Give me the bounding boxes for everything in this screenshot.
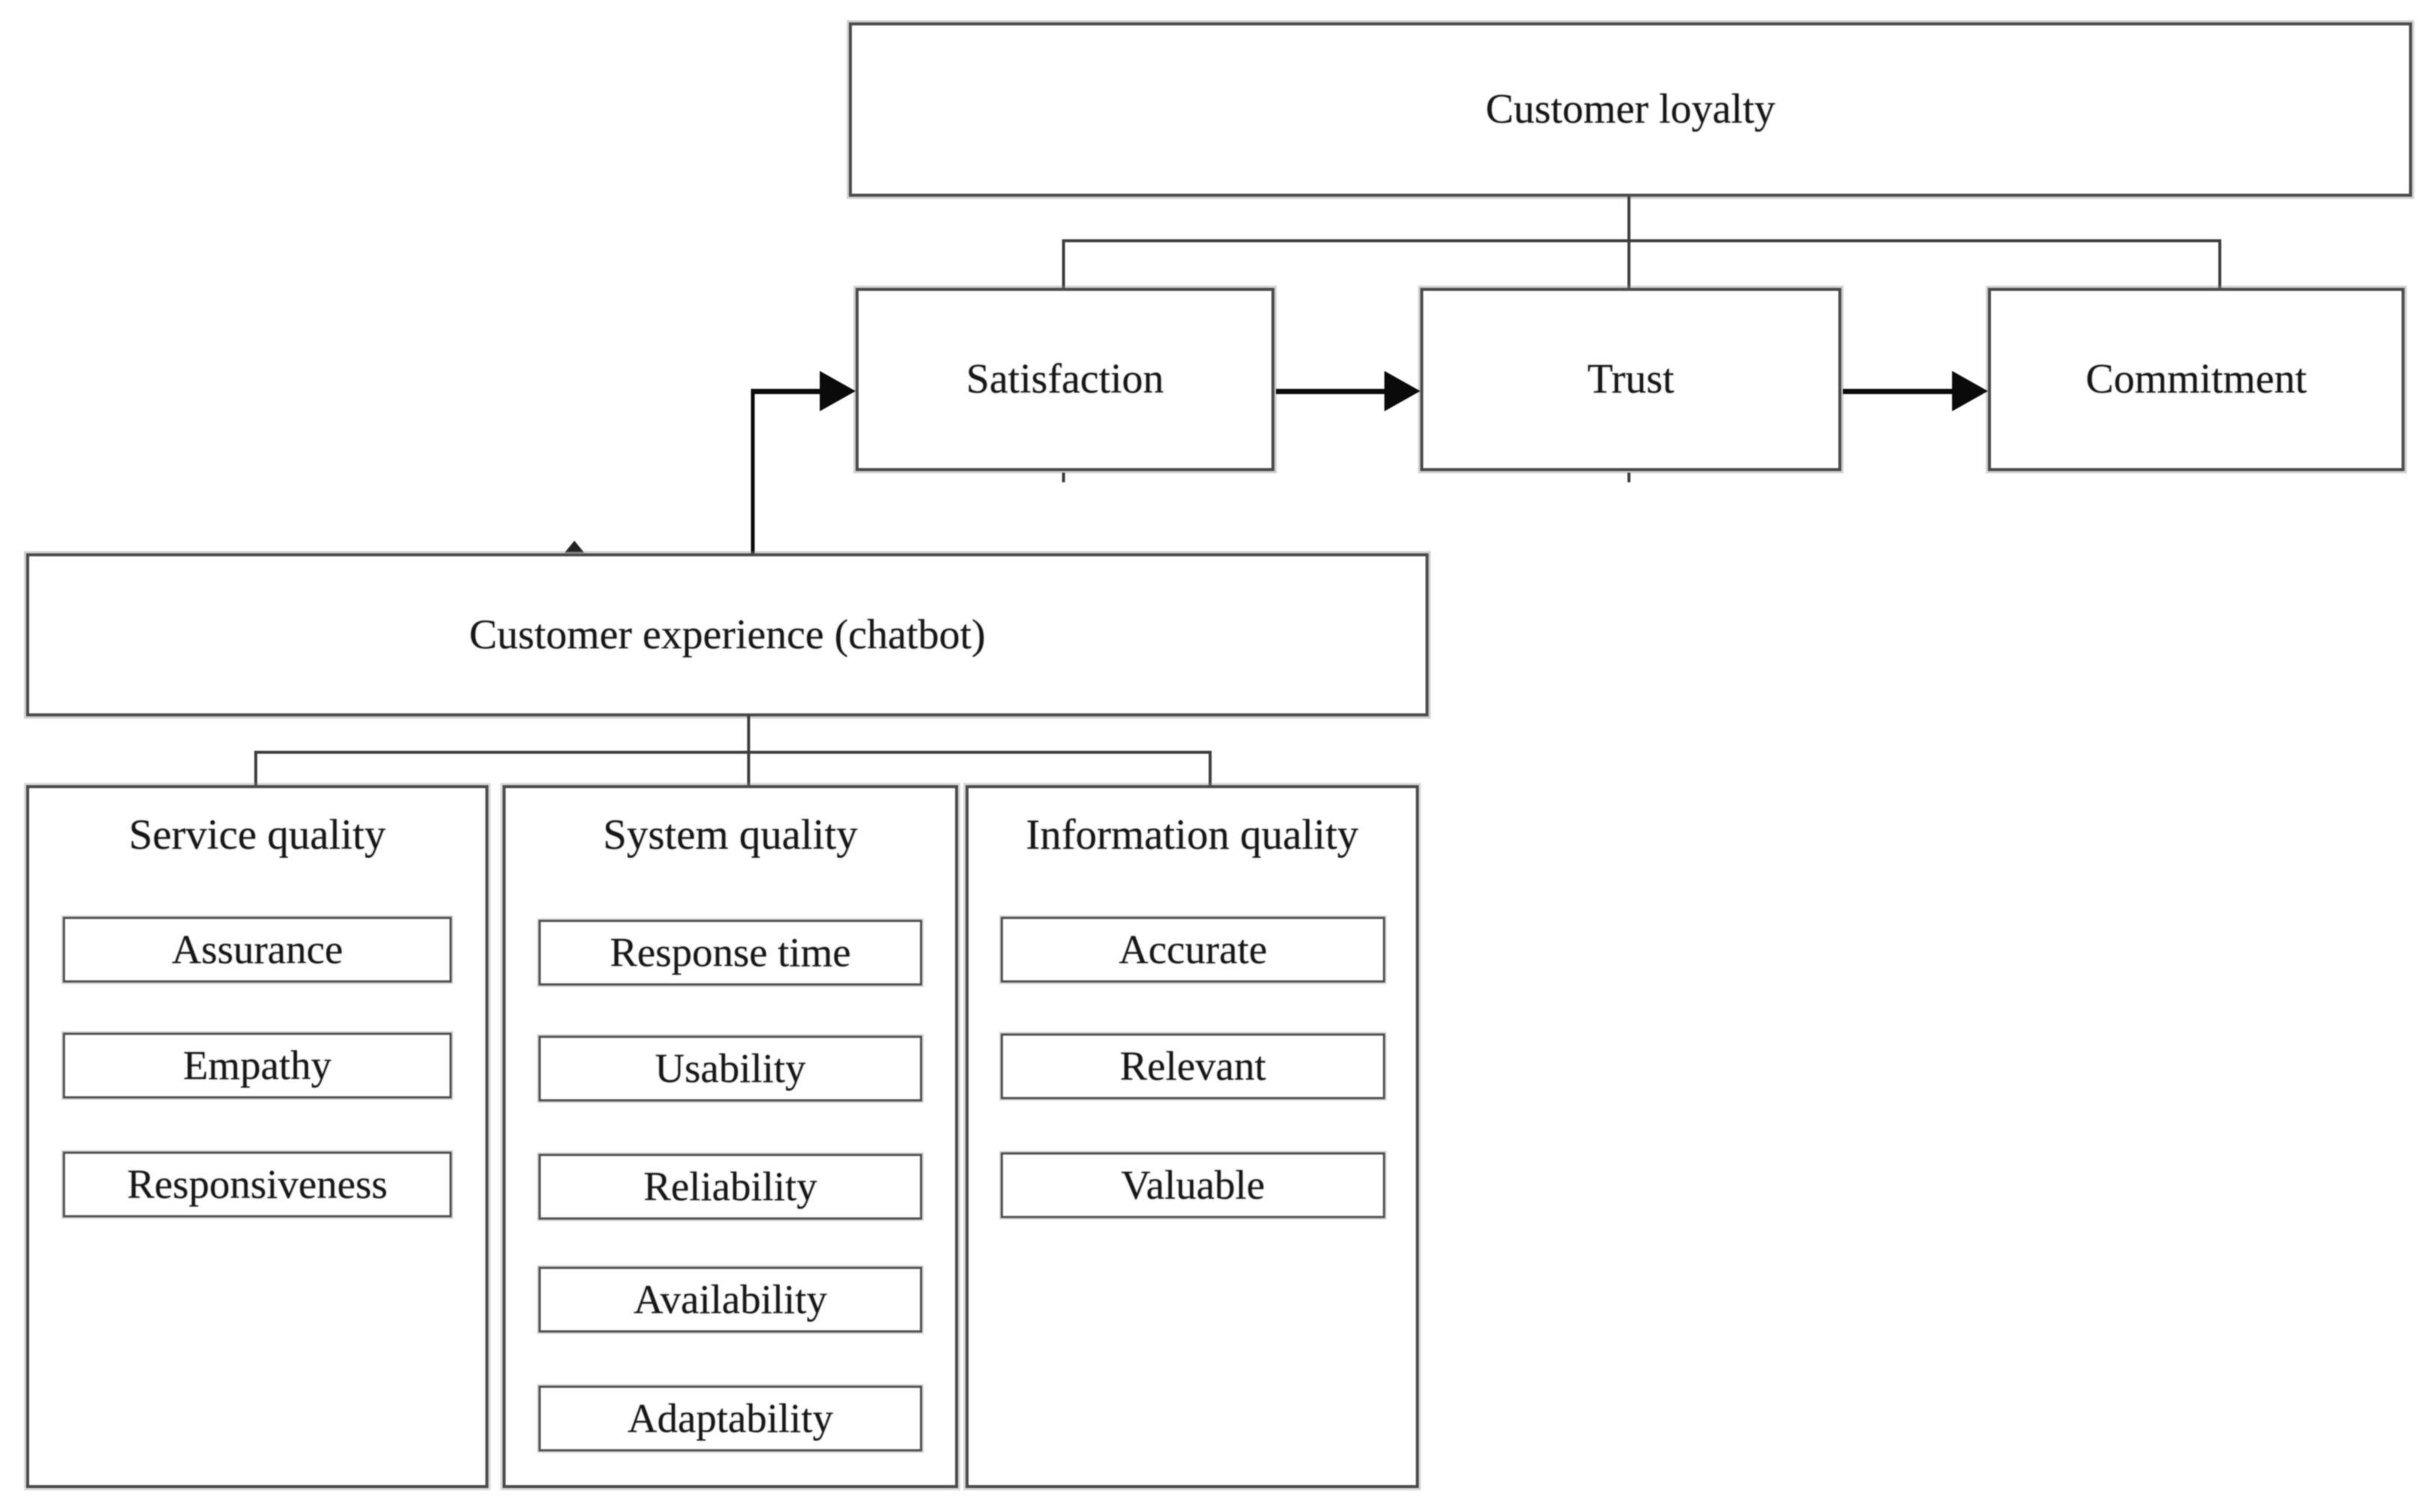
- connector-loyalty-branch: [1062, 239, 2221, 242]
- connector-experience-stem: [747, 715, 750, 754]
- stub-below-trust: [1627, 473, 1630, 482]
- caret-up-icon: [565, 541, 584, 553]
- arrow-satisfaction-to-trust-shaft: [1276, 389, 1390, 394]
- connector-loyalty-stem: [1627, 197, 1630, 242]
- usability-label: Usability: [654, 1045, 806, 1092]
- responsiveness-box: Responsiveness: [63, 1152, 452, 1217]
- empathy-box: Empathy: [63, 1033, 452, 1098]
- reliability-label: Reliability: [643, 1164, 817, 1210]
- arrow-trust-to-commitment-head-icon: [1952, 371, 1988, 411]
- connector-drop-service-quality: [254, 751, 257, 787]
- system-quality-column: System quality Response time Usability R…: [503, 785, 958, 1488]
- availability-label: Availability: [633, 1276, 827, 1323]
- information-quality-title: Information quality: [1025, 811, 1359, 858]
- connector-drop-information-quality: [1209, 751, 1212, 787]
- valuable-label: Valuable: [1120, 1162, 1265, 1208]
- customer-experience-box: Customer experience (chatbot): [26, 553, 1429, 716]
- adaptability-label: Adaptability: [627, 1395, 833, 1442]
- customer-loyalty-label: Customer loyalty: [1485, 86, 1776, 133]
- connector-drop-system-quality: [747, 751, 750, 787]
- satisfaction-label: Satisfaction: [966, 356, 1164, 403]
- relevant-box: Relevant: [1001, 1033, 1385, 1099]
- information-quality-column: Information quality Accurate Relevant Va…: [966, 785, 1419, 1488]
- connector-drop-commitment: [2218, 239, 2221, 289]
- adaptability-box: Adaptability: [538, 1386, 922, 1451]
- accurate-label: Accurate: [1118, 926, 1268, 973]
- responsiveness-label: Responsiveness: [126, 1161, 388, 1208]
- relevant-label: Relevant: [1120, 1043, 1266, 1090]
- valuable-box: Valuable: [1001, 1152, 1385, 1218]
- arrow-experience-to-satisfaction-head-icon: [820, 371, 856, 411]
- commitment-box: Commitment: [1988, 288, 2405, 471]
- response-time-box: Response time: [538, 920, 922, 986]
- assurance-box: Assurance: [63, 917, 452, 983]
- arrow-experience-to-satisfaction-horizontal: [751, 389, 821, 394]
- satisfaction-box: Satisfaction: [856, 288, 1274, 471]
- arrow-trust-to-commitment-shaft: [1843, 389, 1955, 394]
- arrow-satisfaction-to-trust-head-icon: [1384, 371, 1420, 411]
- response-time-label: Response time: [610, 929, 851, 976]
- assurance-label: Assurance: [171, 926, 343, 973]
- commitment-label: Commitment: [2085, 356, 2307, 403]
- stub-below-satisfaction: [1062, 473, 1065, 482]
- service-quality-title: Service quality: [129, 811, 386, 858]
- trust-label: Trust: [1587, 356, 1675, 403]
- availability-box: Availability: [538, 1267, 922, 1333]
- connector-drop-trust: [1627, 239, 1630, 289]
- service-quality-column: Service quality Assurance Empathy Respon…: [26, 785, 488, 1488]
- system-quality-title: System quality: [603, 811, 858, 858]
- arrow-experience-to-satisfaction-vertical: [751, 391, 755, 555]
- customer-loyalty-box: Customer loyalty: [849, 22, 2412, 197]
- trust-box: Trust: [1420, 288, 1841, 471]
- empathy-label: Empathy: [182, 1042, 332, 1089]
- connector-experience-branch: [254, 751, 1212, 754]
- reliability-box: Reliability: [538, 1154, 922, 1220]
- customer-experience-label: Customer experience (chatbot): [469, 611, 986, 658]
- usability-box: Usability: [538, 1036, 922, 1101]
- connector-drop-satisfaction: [1062, 239, 1065, 289]
- accurate-box: Accurate: [1001, 917, 1385, 983]
